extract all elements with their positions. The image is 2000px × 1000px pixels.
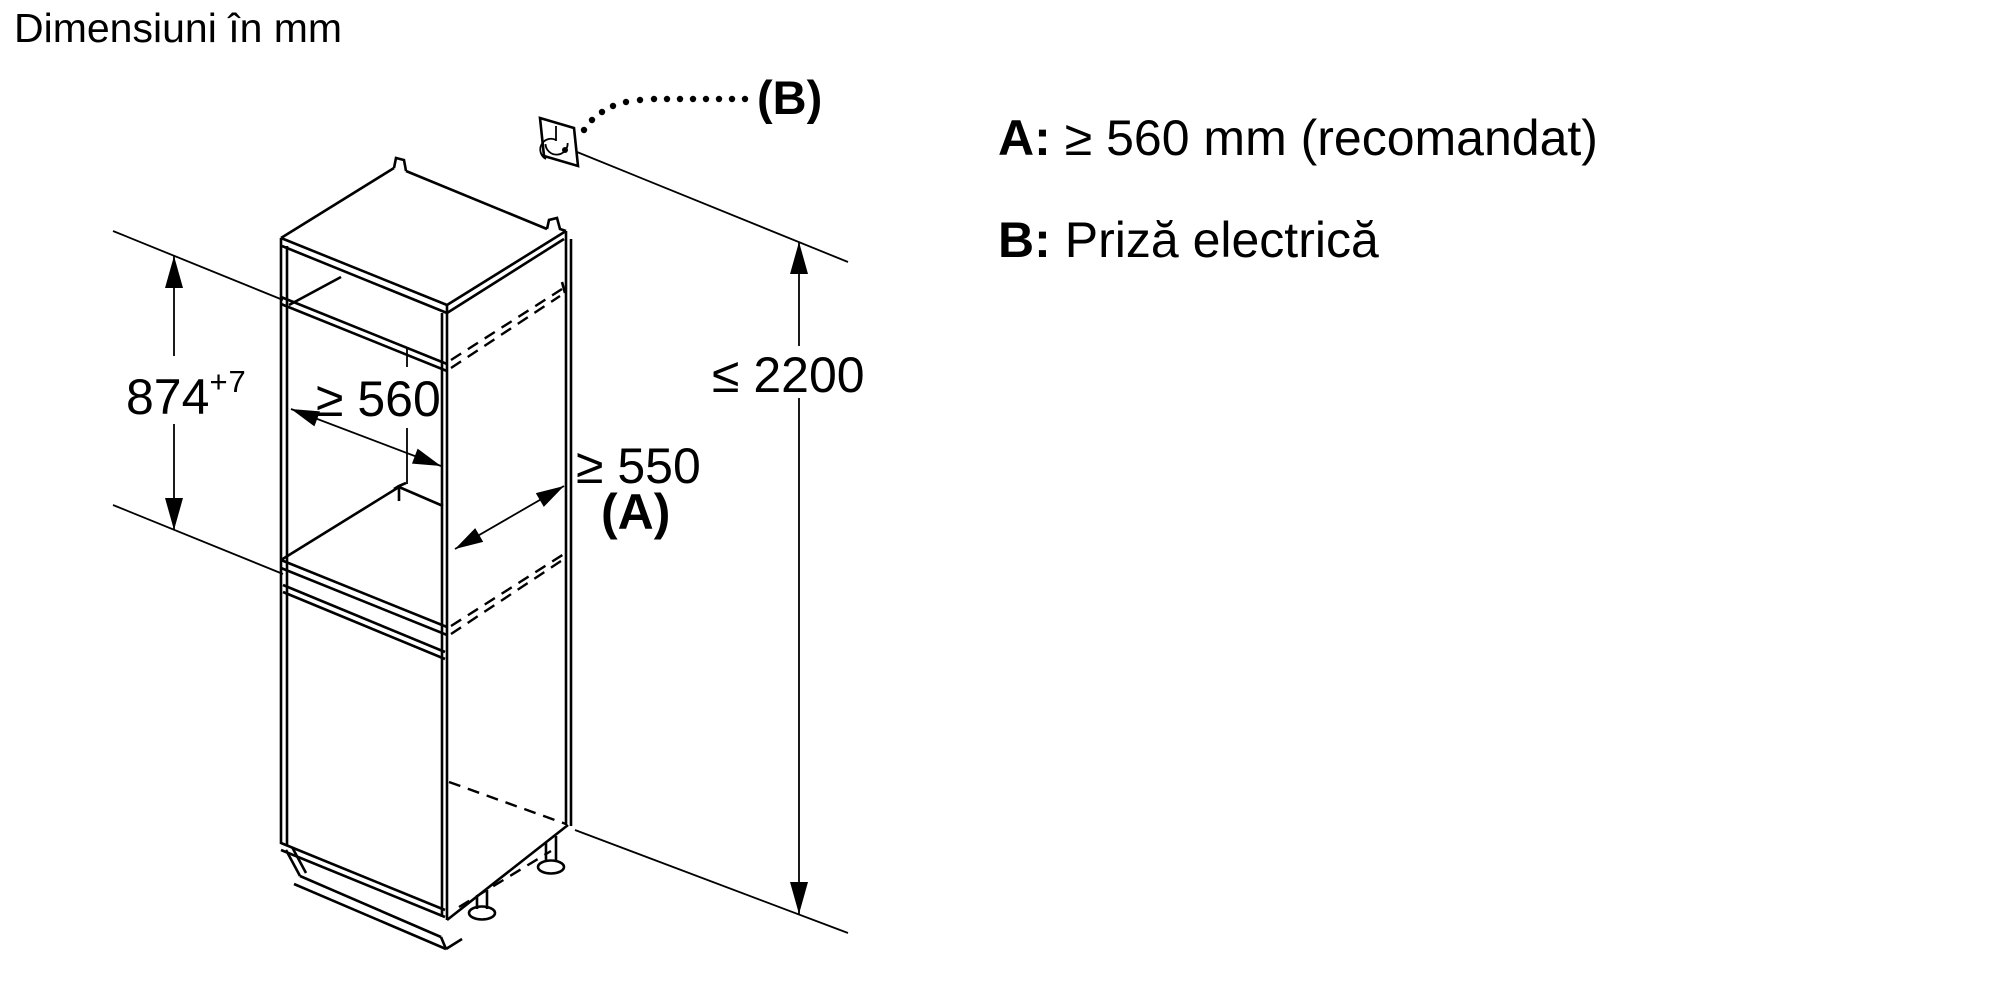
dimension-label-550-ref-a: (A) [601, 484, 671, 540]
cabinet-outline [279, 231, 573, 922]
cabinet-door [280, 583, 446, 919]
legend-item-a: A:≥ 560 mm (recomandat) [998, 113, 1598, 163]
dimension-label-2200: ≤ 2200 [712, 347, 865, 403]
legend-text-b: Priză electrică [1064, 212, 1379, 268]
plinth [284, 846, 463, 951]
dimension-2200 [574, 151, 849, 934]
dimension-label-560: ≥ 560 [316, 371, 441, 427]
dimension-874-tolerance: +7 [209, 364, 247, 399]
cabinet-top-face [280, 156, 567, 315]
socket-leader-dots [580, 95, 749, 134]
hidden-edges [448, 281, 567, 909]
dimension-label-550: ≥ 550 [576, 438, 701, 494]
dimension-label-874: 874+7 [126, 366, 247, 422]
power-socket-icon [538, 116, 580, 168]
dimension-874 [112, 230, 284, 575]
dimension-550 [454, 485, 565, 550]
legend-key-b: B: [998, 212, 1051, 268]
dimension-874-value: 874 [126, 369, 210, 425]
legend-key-a: A: [998, 110, 1051, 166]
page-title: Dimensiuni în mm [14, 5, 343, 51]
niche-floor [280, 481, 448, 637]
legend-text-a: ≥ 560 mm (recomandat) [1064, 110, 1598, 166]
dimension-560 [290, 348, 442, 484]
socket-ref-label-b: (B) [757, 71, 823, 124]
niche-top-rail [280, 275, 448, 373]
legend-item-b: B:Priză electrică [998, 215, 1379, 265]
adjustable-feet [467, 836, 566, 921]
